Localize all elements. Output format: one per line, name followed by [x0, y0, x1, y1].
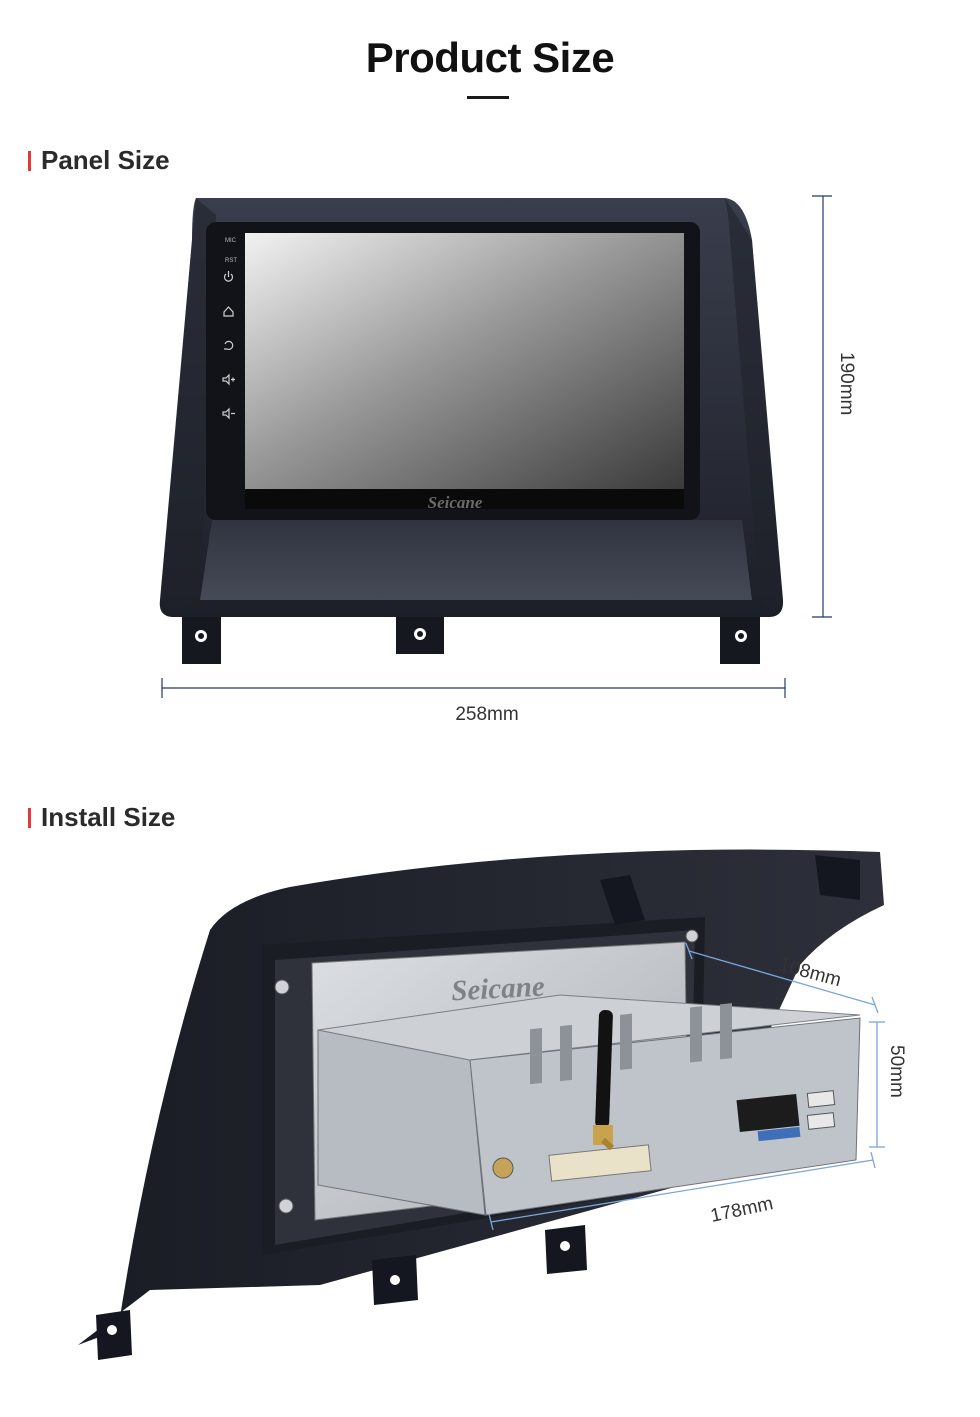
mounting-tab-left	[182, 617, 221, 664]
width-dimension-line	[685, 942, 879, 1014]
back-icon	[224, 340, 234, 350]
depth-dimension-line	[488, 1151, 876, 1231]
install-height-label: 50mm	[886, 1045, 907, 1098]
panel-brand-mark: Seicane	[428, 493, 483, 512]
usb-ports	[806, 1090, 836, 1130]
install-tab-2	[372, 1255, 418, 1305]
gps-port	[492, 1157, 514, 1179]
mounting-tab-right	[720, 617, 760, 664]
iso-connector	[736, 1093, 800, 1133]
panel-height-label: 190mm	[836, 352, 857, 415]
title-underline	[467, 96, 509, 99]
power-icon	[223, 271, 234, 282]
install-tab-1	[96, 1310, 132, 1360]
heading-accent-bar	[28, 807, 31, 828]
volume-up-icon	[222, 373, 235, 386]
page-title: Product Size	[365, 34, 615, 81]
panel-size-heading-text: Panel Size	[41, 145, 170, 175]
mic-label: MIC	[225, 238, 237, 244]
width-dimension-line	[161, 678, 786, 698]
panel-tray	[200, 520, 752, 600]
install-size-heading: Install Size	[28, 802, 175, 833]
height-dimension-line	[812, 195, 832, 618]
screen	[245, 233, 684, 489]
panel-diagram: Seicane MIC RST 190mm 258mm	[159, 195, 857, 725]
mounting-tab-center	[396, 617, 444, 654]
harness-connector	[548, 1144, 652, 1182]
home-icon	[223, 306, 234, 317]
heading-accent-bar	[28, 150, 31, 171]
panel-width-label: 258mm	[455, 704, 518, 725]
panel-size-heading: Panel Size	[28, 145, 170, 176]
volume-down-icon	[222, 407, 235, 420]
install-size-heading-text: Install Size	[41, 802, 176, 832]
antenna-icon	[593, 1009, 614, 1151]
rst-label: RST	[225, 258, 237, 264]
install-tab-3	[545, 1225, 587, 1274]
height-dimension-line	[869, 1021, 885, 1148]
install-depth-label: 178mm	[709, 1193, 775, 1227]
